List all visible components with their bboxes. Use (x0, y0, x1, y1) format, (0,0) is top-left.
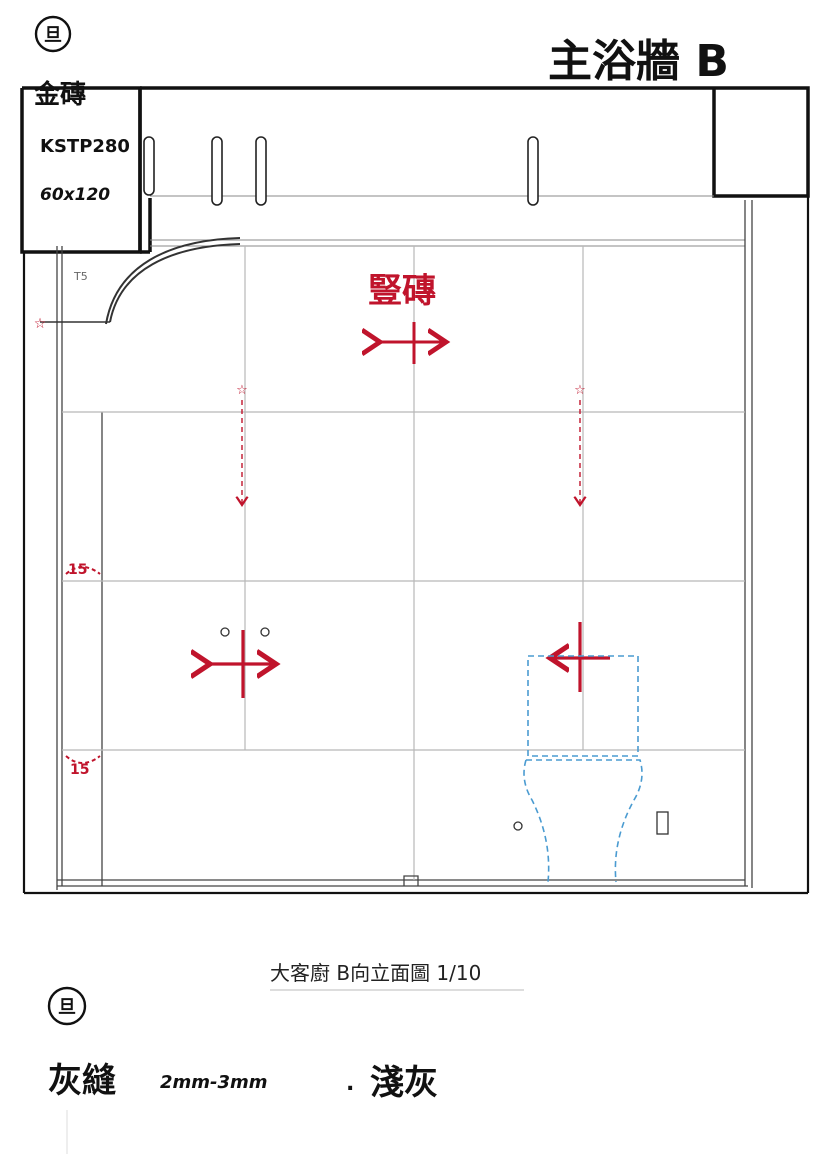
outlet-circle (513, 821, 523, 831)
circled-marker-top-label: 旦 (44, 25, 62, 46)
star-icon: ☆ (34, 316, 47, 332)
tile-material-label: 金磚 (33, 79, 86, 110)
toilet-fixture (523, 655, 643, 883)
circled-marker-top: 旦 (34, 15, 72, 53)
ceiling-reference-lines (150, 195, 745, 247)
grout-note: 灰縫 2mm-3mm . 淺灰 (48, 1061, 438, 1103)
joint-offset-mark-2: 15 (65, 755, 101, 778)
circled-marker-bottom-label: 旦 (58, 997, 76, 1018)
switch-box (656, 811, 669, 835)
tile-size-label: 60x120 (40, 185, 110, 205)
svg-text:☆: ☆ (574, 383, 586, 398)
valve-circles-left (220, 627, 270, 637)
star-icon-right: ☆ (574, 383, 586, 505)
orientation-label: 豎磚 (368, 271, 436, 311)
corner-curve (40, 237, 241, 325)
grout-width-label: 2mm-3mm (160, 1072, 268, 1093)
horizontal-layout-arrow-left (210, 630, 276, 698)
circled-marker-bottom: 旦 (47, 986, 87, 1026)
horizontal-layout-arrow-right (550, 622, 610, 692)
drawing-title: 主浴牆 B (548, 36, 729, 87)
grout-finish-label: 淺灰 (370, 1063, 438, 1103)
tile-spec-box: 金磚 KSTP280 60x120 (20, 79, 142, 254)
grout-note-separator: . (346, 1071, 354, 1096)
tile-code-label: KSTP280 (40, 136, 130, 157)
joint-offset-label-2: 15 (70, 762, 89, 778)
horizontal-layout-arrow-top (380, 322, 446, 364)
grout-note-label: 灰縫 (48, 1061, 116, 1101)
joint-offset-label-1: 15 (68, 562, 87, 578)
drawing-caption: 大客廚 B向立面圖 1/10 (270, 961, 481, 985)
ceiling-soffit (138, 86, 810, 254)
svg-text:☆: ☆ (236, 383, 248, 398)
wall-inner-lines (56, 200, 753, 890)
ceiling-pipe-fixtures (143, 136, 539, 206)
corner-mark-label: T5 (73, 270, 88, 283)
joint-offset-mark-1: 15 (65, 562, 101, 578)
floor-drain-mark (403, 875, 419, 886)
star-icon-left: ☆ (236, 383, 248, 505)
wall-outline (22, 196, 810, 895)
